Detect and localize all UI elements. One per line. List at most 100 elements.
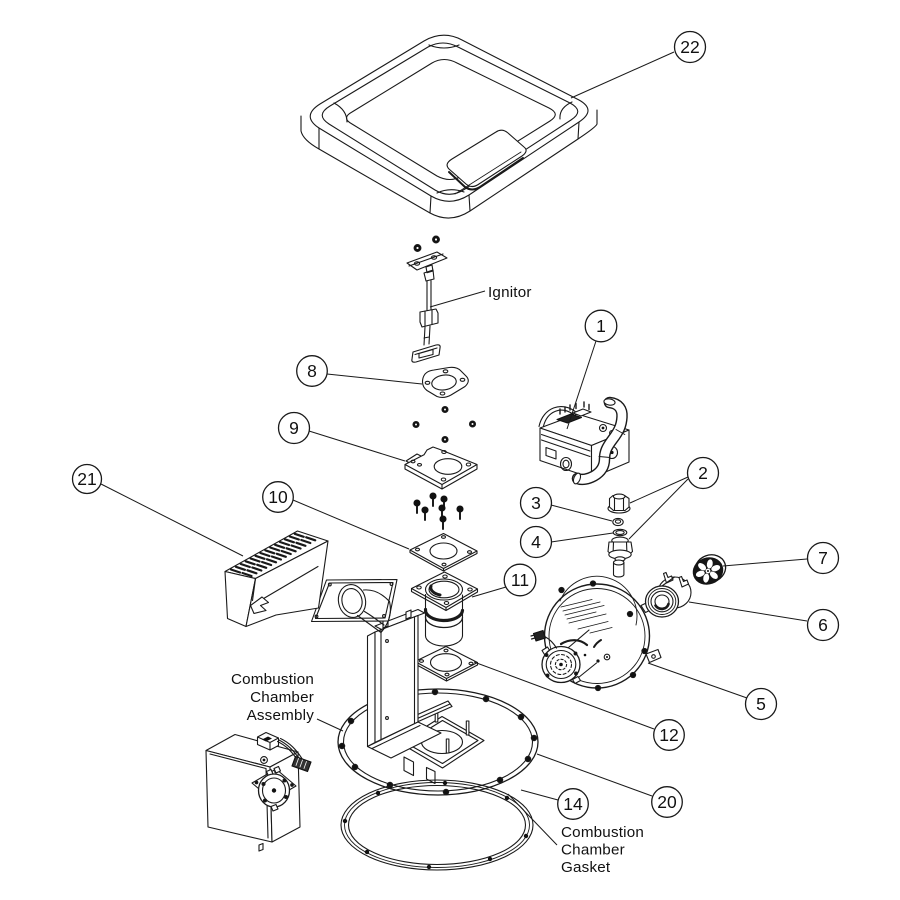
mounting-nut-set [412, 405, 477, 444]
burner-tube-part [410, 571, 479, 647]
part-label-ignitor: Ignitor [429, 284, 532, 308]
callout-circle [673, 30, 707, 64]
grille-louvers [229, 532, 317, 578]
callout-leader-line [629, 476, 689, 504]
combustion-chamber-bracket-part [310, 578, 453, 759]
callout-number: 10 [268, 487, 288, 507]
gas-tube-part [571, 396, 628, 486]
callout-number: 11 [511, 570, 529, 590]
callout-leader-line [550, 532, 614, 543]
callout-number: 14 [563, 794, 583, 814]
callout-12: 12 [473, 661, 685, 751]
callout-6: 6 [688, 601, 840, 642]
callout-circle [806, 541, 840, 575]
callout-leader-line [566, 340, 597, 430]
callout-number: 7 [818, 548, 828, 568]
callout-7: 7 [722, 541, 840, 575]
callout-number: 2 [698, 463, 708, 483]
chamber-gasket-part [340, 779, 534, 871]
label-leader-line [316, 718, 344, 732]
callout-leader-line [647, 662, 748, 699]
callout-number: 6 [818, 615, 828, 635]
callout-circle [557, 788, 589, 820]
screw-set [413, 492, 464, 530]
callout-leader-line [628, 478, 689, 540]
callout-leader-line [520, 789, 559, 801]
callout-circle [296, 355, 328, 387]
callout-leader-line [570, 51, 675, 99]
ignitor-gasket-part [421, 366, 469, 399]
gasket-dots [342, 780, 529, 870]
callout-22: 22 [570, 30, 707, 99]
washer-part [612, 528, 628, 537]
blower-rim-clips [558, 580, 648, 692]
blower-part [530, 575, 662, 692]
label-leader-line [429, 290, 486, 308]
callout-leader-line [536, 753, 653, 797]
callout-number: 20 [657, 792, 677, 812]
callout-number: 21 [77, 469, 96, 489]
callout-leader-line [550, 504, 613, 522]
fitting-nut-upper [607, 493, 631, 514]
callout-number: 5 [756, 694, 766, 714]
flange-gasket-part [409, 532, 478, 572]
callout-2: 2 [628, 456, 720, 540]
callout-leader-line [722, 558, 808, 567]
callout-circle [806, 608, 840, 642]
fitting-stack-parts [607, 493, 634, 578]
callout-circle [277, 411, 311, 445]
callout-20: 20 [536, 753, 683, 818]
callout-10: 10 [262, 481, 410, 550]
callout-circle [519, 525, 553, 559]
orifice-part [612, 517, 624, 527]
callout-number: 1 [596, 316, 606, 336]
callout-8: 8 [296, 355, 423, 387]
callout-11: 11 [471, 563, 537, 598]
callout-circle [686, 456, 720, 490]
callout-circle [653, 719, 685, 751]
callout-leader-line [471, 586, 507, 598]
callout-circle [503, 563, 537, 597]
callout-3: 3 [519, 486, 613, 522]
blower-label-lines [560, 599, 613, 634]
callout-number: 8 [307, 361, 317, 381]
callout-5: 5 [647, 662, 778, 721]
callout-circle [519, 486, 553, 520]
callout-leader-line [326, 373, 423, 385]
sleeve-part [612, 559, 625, 578]
callout-leader-line [292, 499, 410, 550]
callout-9: 9 [277, 411, 406, 462]
label-leader-line [507, 793, 558, 846]
callout-leader-line [688, 601, 808, 622]
callout-leader-line [308, 430, 406, 462]
callout-number: 3 [531, 493, 541, 513]
callout-circle [651, 786, 683, 818]
callout-circle [584, 309, 618, 343]
callout-1: 1 [566, 309, 618, 430]
mounting-plate-part [404, 446, 478, 490]
control-box-part [205, 731, 312, 852]
callout-4: 4 [519, 525, 614, 559]
callout-21: 21 [71, 463, 244, 557]
callout-14: 14 [520, 788, 589, 820]
callout-number: 9 [289, 418, 299, 438]
callout-circle [744, 687, 778, 721]
callout-circle [262, 481, 294, 513]
exhaust-grille-part [224, 530, 329, 628]
callout-number: 4 [531, 532, 541, 552]
part-label-text: Ignitor [488, 284, 532, 301]
callout-number: 12 [659, 725, 678, 745]
vent-cover-part [300, 34, 598, 219]
blower-adapter-part [644, 571, 692, 618]
callout-leader-line [473, 661, 655, 730]
callout-circle [71, 463, 103, 495]
callout-number: 22 [680, 37, 699, 57]
fitting-nut-lower [607, 536, 634, 562]
callout-leader-line [100, 483, 244, 557]
